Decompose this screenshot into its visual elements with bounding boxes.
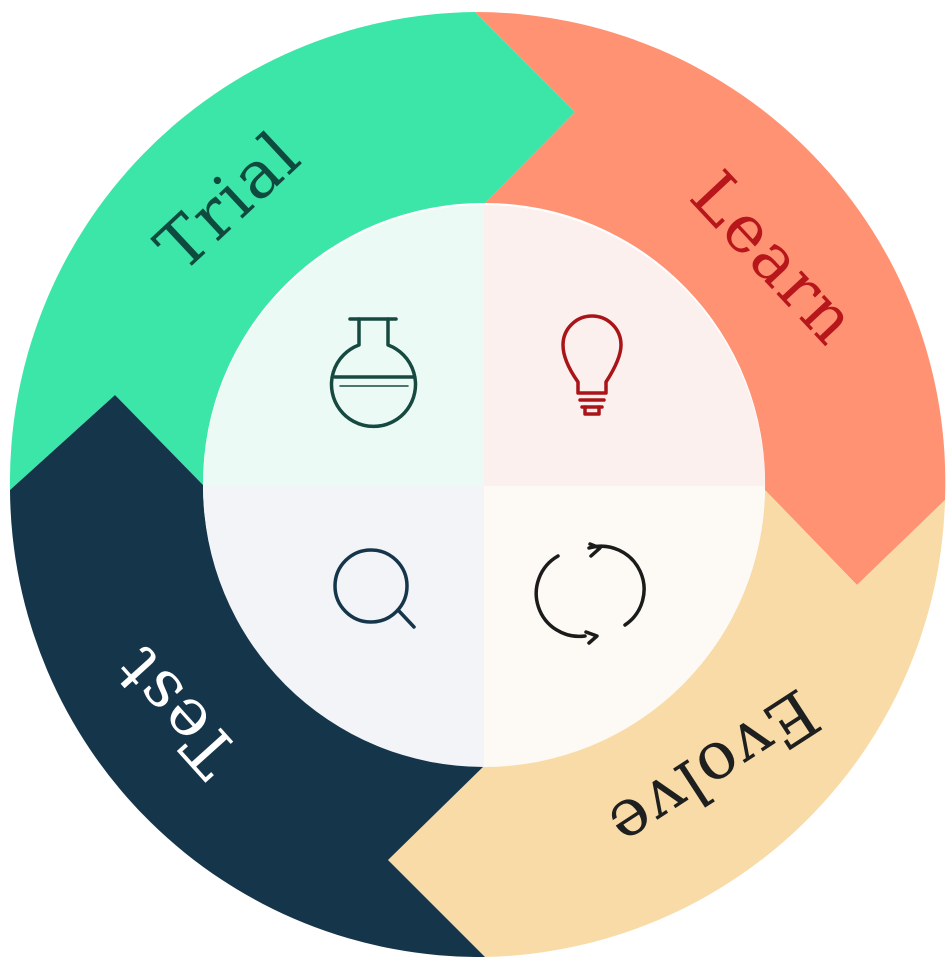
lightbulb-icon (561, 314, 623, 416)
segment-test (10, 395, 485, 957)
magnifier-icon (333, 548, 416, 629)
quadrant-trial (203, 205, 484, 486)
quadrant-test (203, 486, 484, 767)
flask-icon (329, 317, 418, 429)
segment-learn (475, 11, 946, 585)
segment-evolve (388, 490, 945, 957)
segment-trial (9, 12, 576, 490)
refresh-icon (534, 542, 646, 645)
outer-ring (9, 11, 946, 957)
quadrant-learn (484, 205, 765, 486)
inner-circle (203, 205, 765, 767)
